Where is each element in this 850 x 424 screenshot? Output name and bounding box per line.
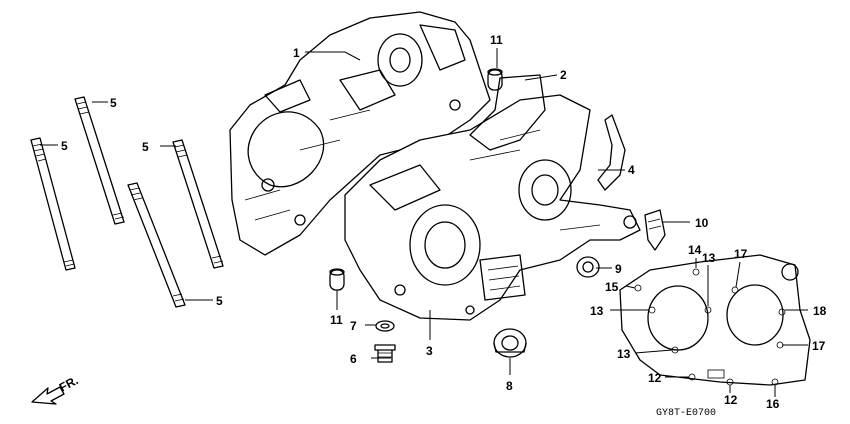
callout-17-top: 17 [734,247,748,261]
callout-labels: 1 11 2 5 5 5 5 4 10 9 11 7 3 6 8 14 13 1… [61,33,827,411]
dowel-pin-bottom [329,268,345,291]
leader-lines [40,48,808,397]
clip [644,209,666,251]
callout-6: 6 [350,352,357,366]
callout-15: 15 [605,280,619,294]
callout-14: 14 [688,243,702,257]
crankcase-right-half [344,94,641,321]
callout-4: 4 [628,163,635,177]
callout-12-left: 12 [648,371,662,385]
callout-18: 18 [813,304,827,318]
callout-13-bottom: 13 [617,347,631,361]
callout-11-bottom: 11 [330,313,343,327]
drawing-code: GY8T-E0700 [656,408,716,419]
gasket [469,74,546,151]
drain-washer [375,320,395,332]
stud-bolt-left [30,137,76,271]
callout-5-mid: 5 [216,294,223,308]
callout-7: 7 [350,319,357,333]
callout-1: 1 [293,46,300,60]
stud-bolt-mid-left [74,96,125,225]
side-cover-gasket [619,254,811,386]
front-direction-arrow: FR. [31,373,80,405]
callout-3: 3 [426,344,433,358]
callout-8: 8 [506,379,513,393]
callout-16: 16 [766,397,780,411]
callout-2: 2 [560,68,567,82]
callout-17-right: 17 [812,339,826,353]
hose-guide [597,114,626,191]
callout-5-left: 5 [61,139,68,153]
callout-5-right: 5 [142,140,149,154]
stud-bolt-right [172,139,224,269]
callout-10: 10 [695,216,709,230]
oil-seal-large [493,328,527,358]
drain-bolt [374,344,396,363]
callout-13-top: 13 [702,251,716,265]
callout-9: 9 [615,262,622,276]
callout-11-top: 11 [490,33,503,47]
callout-5-mid-left: 5 [110,96,117,110]
crankcase-left-half [229,11,491,256]
oil-seal-small [576,256,600,278]
callout-13-left: 13 [590,304,604,318]
stud-bolt-mid [127,182,186,308]
callout-12-bottom: 12 [724,393,738,407]
